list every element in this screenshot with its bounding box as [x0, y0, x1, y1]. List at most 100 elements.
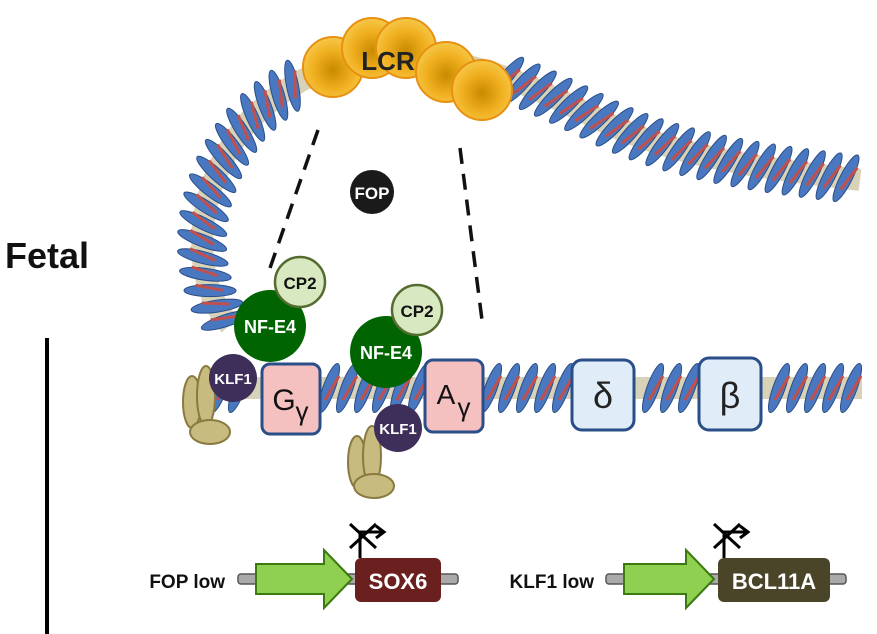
gene-g-gamma: G γ — [260, 362, 322, 436]
helix-strand — [653, 134, 677, 156]
helix-turn — [533, 77, 573, 117]
helix-strand — [195, 193, 218, 215]
helix-strand — [485, 375, 503, 401]
helix-turn — [179, 266, 232, 282]
helix-strand — [191, 265, 219, 278]
helix-strand — [263, 89, 272, 118]
helix-strand — [737, 152, 759, 177]
helix-turn — [764, 145, 793, 193]
helix-strand — [839, 166, 859, 191]
helix-turn — [785, 362, 809, 414]
helix-strand — [249, 101, 260, 130]
helix-strand — [191, 211, 216, 231]
helix-turn — [226, 107, 258, 153]
helix-turn — [196, 155, 237, 194]
helix-turn — [240, 93, 266, 142]
helix-strand — [683, 375, 701, 401]
helix-strand — [720, 150, 742, 173]
promoter-arrow-icon — [623, 547, 716, 611]
helix-turn — [821, 362, 845, 414]
helix-strand — [845, 375, 863, 401]
helix-turn — [497, 362, 521, 414]
blocked-start-icon — [348, 522, 387, 558]
helix-turn — [730, 140, 760, 188]
helix-turn — [713, 137, 744, 184]
fop-bubble: FOP — [350, 170, 394, 214]
helix-strand — [277, 79, 284, 108]
helix-strand — [323, 375, 341, 401]
helix-strand — [207, 159, 228, 184]
helix-strand — [589, 112, 615, 130]
helix-strand — [225, 128, 242, 155]
condition-label: KLF1 low — [510, 572, 595, 593]
helix-strand — [210, 314, 239, 322]
helix-strand — [503, 375, 521, 401]
helix-strand — [771, 158, 792, 182]
klf1-top: KLF1 — [209, 354, 257, 402]
condition-label: FOP low — [149, 572, 225, 593]
helix-turn — [177, 248, 229, 267]
helix-strand — [558, 96, 584, 115]
cp2-top: CP2 — [273, 255, 327, 309]
helix-turn — [214, 122, 250, 166]
helix-strand — [822, 164, 842, 189]
klf1-mid: KLF1 — [374, 404, 422, 452]
helix-turn — [533, 362, 557, 414]
helix-turn — [803, 362, 827, 414]
helix-turn — [815, 152, 843, 200]
helix-turn — [253, 80, 277, 131]
helix-turn — [798, 150, 826, 198]
helix-turn — [190, 298, 244, 314]
promoter-arrow-icon — [255, 547, 354, 611]
nfe4-top-label: NF-E4 — [244, 317, 296, 337]
helix-strand — [687, 143, 709, 166]
helix-strand — [574, 104, 600, 123]
gene-a-gamma-base: A — [437, 379, 456, 410]
helix-strand — [621, 124, 645, 145]
gene-a-gamma-sub: γ — [458, 392, 471, 422]
helix-turn — [188, 173, 232, 208]
helix-strand — [293, 70, 297, 99]
helix-strand — [665, 375, 683, 401]
lcr-cluster: LCR — [302, 17, 513, 121]
helix-strand — [395, 375, 413, 401]
repressor-bcl11a: KLF1 low BCL11A — [510, 522, 847, 611]
helix-turn — [595, 107, 634, 147]
helix-strand — [809, 375, 827, 401]
blocked-start-icon — [712, 522, 751, 558]
helix-strand — [647, 375, 665, 401]
helix-strand — [827, 375, 845, 401]
helix-turn — [179, 210, 228, 237]
helix-turn — [183, 284, 237, 298]
helix-turn — [832, 154, 860, 203]
helix-strand — [195, 283, 223, 292]
receptor-mid — [347, 425, 395, 499]
helix-turn — [839, 362, 863, 414]
helix-turn — [641, 362, 665, 414]
gene-label: BCL11A — [732, 569, 816, 594]
helix-strand — [528, 82, 553, 101]
helix-strand — [236, 114, 251, 142]
helix-strand — [791, 375, 809, 401]
klf1-top-label: KLF1 — [214, 371, 252, 388]
helix-turn — [645, 123, 680, 167]
helix-strand — [341, 375, 359, 401]
helix-turn — [662, 127, 695, 172]
gene-beta: β — [697, 356, 763, 432]
helix-strand — [539, 375, 557, 401]
gene-delta: δ — [570, 358, 636, 432]
helix-turn — [204, 138, 243, 180]
helix-turn — [781, 148, 810, 196]
gene-label: SOX6 — [369, 569, 428, 594]
gene-a-gamma: A γ — [423, 358, 485, 434]
lcr-label: LCR — [361, 46, 415, 76]
helix-turn — [611, 113, 649, 154]
helix-turn — [284, 59, 301, 112]
helix-turn — [515, 362, 539, 414]
helix-strand — [754, 155, 775, 180]
helix-turn — [767, 362, 791, 414]
cp2-mid-label: CP2 — [400, 302, 433, 321]
helix-strand — [189, 229, 215, 246]
helix-strand — [201, 301, 230, 306]
